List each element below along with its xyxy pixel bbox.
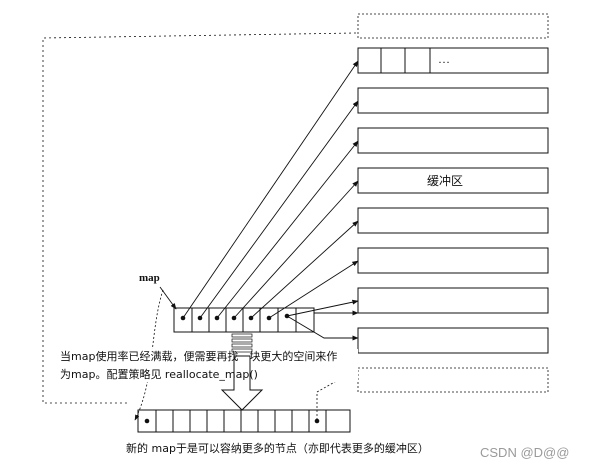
note-backdrop — [58, 349, 358, 382]
note-line-2: 为map。配置策略见 reallocate_map() — [60, 367, 258, 381]
pointer-arrow — [250, 220, 359, 319]
pointer-arrow — [286, 315, 359, 341]
old-map-array — [173, 307, 315, 333]
pointer-arrow — [268, 260, 359, 319]
buffer-box — [357, 87, 549, 114]
buffer-box — [357, 207, 549, 234]
buffer-box — [357, 287, 549, 314]
pointer-arrow — [286, 299, 359, 317]
buffer-box — [357, 247, 549, 274]
buffer-dashed-top — [357, 13, 549, 39]
buffer-partitioned: … — [357, 47, 549, 74]
map-pointer-arrow — [159, 286, 177, 310]
pointer-arrow — [216, 140, 359, 319]
buffer-label: 缓冲区 — [427, 173, 463, 188]
new-node-dot — [144, 418, 150, 424]
buffer-dashed-bottom — [357, 367, 549, 393]
caption: 新的 map于是可以容纳更多的节点（亦即代表更多的缓冲区） — [126, 441, 429, 455]
new-node-dot — [314, 418, 320, 424]
down-arrow-icon — [220, 333, 264, 411]
buffer-box — [357, 127, 549, 154]
ellipsis-label: … — [438, 52, 450, 66]
map-label: map — [139, 272, 160, 284]
new-map-array — [137, 409, 351, 433]
watermark: CSDN @D@@ — [480, 445, 569, 460]
pointer-arrow — [182, 60, 359, 319]
pointer-arrow — [233, 180, 359, 319]
note-line-1: 当map使用率已经满载，便需要再找一块更大的空间来作 — [60, 349, 337, 363]
pointer-arrow — [199, 100, 359, 319]
buffer-box — [357, 167, 549, 194]
dashed-frame-line — [42, 32, 357, 404]
buffer-box — [357, 327, 549, 354]
